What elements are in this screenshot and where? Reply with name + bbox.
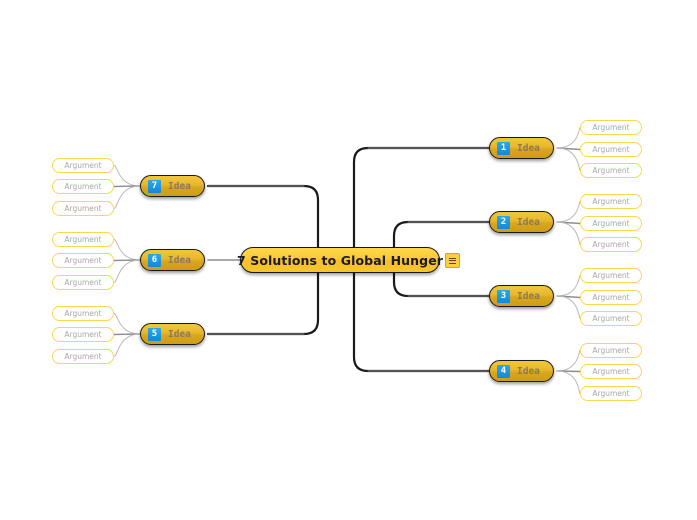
argument-label: Argument [592,219,630,228]
argument-label: Argument [64,256,102,265]
argument-node[interactable]: Argument [52,201,114,216]
argument-node[interactable]: Argument [52,349,114,364]
argument-label: Argument [64,330,102,339]
idea-label: Idea [517,142,540,154]
idea-node-7[interactable]: 7 Idea [140,175,205,197]
argument-node[interactable]: Argument [580,194,642,209]
argument-label: Argument [64,235,102,244]
argument-label: Argument [592,367,630,376]
argument-label: Argument [592,123,630,132]
hamburger-bar [449,257,456,259]
argument-label: Argument [592,389,630,398]
idea-node-6[interactable]: 6 Idea [140,249,205,271]
idea-number-badge: 7 [148,179,161,193]
argument-label: Argument [592,197,630,206]
argument-node[interactable]: Argument [580,237,642,252]
central-topic-label: 7 Solutions to Global Hunger [236,252,444,268]
argument-label: Argument [592,145,630,154]
argument-node[interactable]: Argument [580,216,642,231]
idea-node-3[interactable]: 3 Idea [489,285,554,307]
argument-label: Argument [64,204,102,213]
argument-node[interactable]: Argument [580,311,642,326]
argument-label: Argument [592,271,630,280]
argument-node[interactable]: Argument [580,163,642,178]
idea-label: Idea [517,365,540,377]
argument-node[interactable]: Argument [52,306,114,321]
idea-number-badge: 4 [497,364,510,378]
argument-node[interactable]: Argument [52,158,114,173]
idea-node-4[interactable]: 4 Idea [489,360,554,382]
idea-label: Idea [517,290,540,302]
argument-node[interactable]: Argument [580,386,642,401]
argument-label: Argument [64,182,102,191]
argument-node[interactable]: Argument [580,364,642,379]
hamburger-menu-icon[interactable] [445,253,460,268]
argument-label: Argument [64,161,102,170]
argument-label: Argument [592,240,630,249]
idea-number-badge: 6 [148,253,161,267]
argument-label: Argument [64,278,102,287]
idea-number-badge: 1 [497,141,510,155]
argument-node[interactable]: Argument [580,268,642,283]
argument-node[interactable]: Argument [52,179,114,194]
hamburger-bar [449,262,456,264]
idea-label: Idea [168,328,191,340]
idea-number-badge: 3 [497,289,510,303]
argument-node[interactable]: Argument [580,290,642,305]
idea-label: Idea [517,216,540,228]
argument-label: Argument [592,166,630,175]
argument-label: Argument [592,293,630,302]
argument-label: Argument [64,352,102,361]
argument-label: Argument [592,314,630,323]
central-topic-node[interactable]: 7 Solutions to Global Hunger [236,247,444,273]
argument-node[interactable]: Argument [52,327,114,342]
argument-label: Argument [592,346,630,355]
argument-node[interactable]: Argument [580,120,642,135]
argument-node[interactable]: Argument [52,275,114,290]
idea-label: Idea [168,254,191,266]
idea-node-2[interactable]: 2 Idea [489,211,554,233]
argument-node[interactable]: Argument [580,343,642,358]
hamburger-bar [449,260,456,261]
idea-number-badge: 2 [497,215,510,229]
idea-node-5[interactable]: 5 Idea [140,323,205,345]
argument-label: Argument [64,309,102,318]
idea-node-1[interactable]: 1 Idea [489,137,554,159]
idea-number-badge: 5 [148,327,161,341]
idea-label: Idea [168,180,191,192]
argument-node[interactable]: Argument [580,142,642,157]
argument-node[interactable]: Argument [52,253,114,268]
argument-node[interactable]: Argument [52,232,114,247]
